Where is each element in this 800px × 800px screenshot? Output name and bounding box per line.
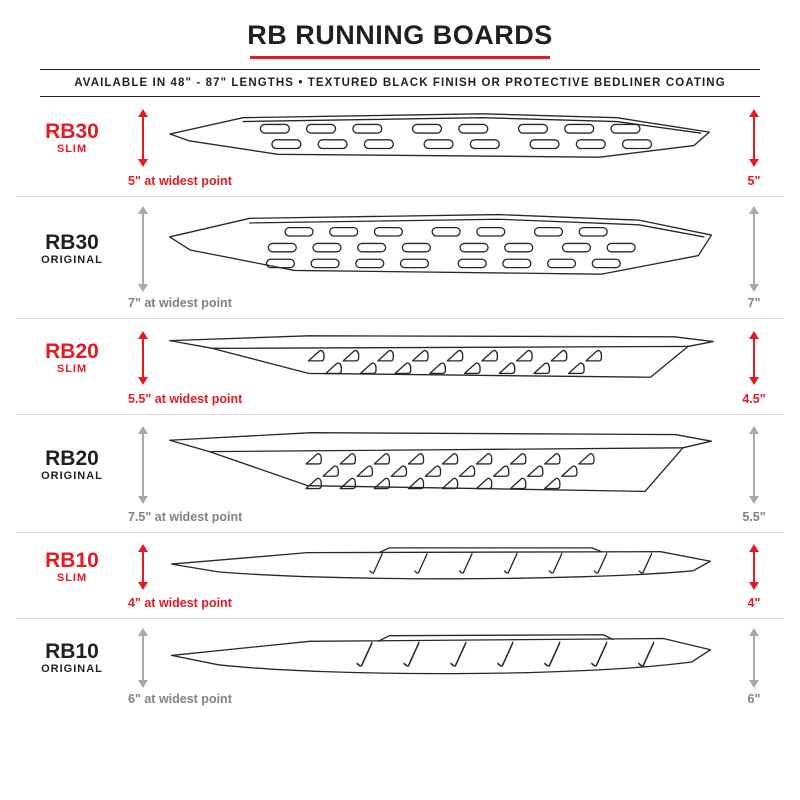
width-note: 7" at widest point xyxy=(128,295,232,310)
height-note: 5" xyxy=(747,173,761,188)
variant-name: SLIM xyxy=(56,142,88,155)
page-title: RB RUNNING BOARDS xyxy=(247,20,553,50)
variant-name: SLIM xyxy=(56,362,88,375)
rb20-original-diagram xyxy=(158,427,724,503)
rb30-original-diagram xyxy=(158,209,724,289)
subtitle: AVAILABLE IN 48" - 87" LENGTHS • TEXTURE… xyxy=(40,69,760,97)
board-row-rb10-slim: RB10 SLIM 4" at widest point 4" xyxy=(16,533,784,619)
rb20-slim-diagram xyxy=(158,331,724,385)
board-label: RB10 ORIGINAL xyxy=(16,639,128,675)
width-note: 7.5" at widest point xyxy=(128,509,243,524)
right-height-arrow-icon xyxy=(724,108,784,167)
model-name: RB10 xyxy=(45,548,99,572)
board-row-rb30-slim: RB30 SLIM 5" at widest point 5" xyxy=(16,97,784,197)
height-note: 7" xyxy=(747,295,761,310)
width-note: 4" at widest point xyxy=(128,595,232,610)
variant-name: ORIGINAL xyxy=(41,662,103,675)
variant-name: ORIGINAL xyxy=(41,253,103,266)
left-height-arrow-icon xyxy=(128,543,158,590)
model-name: RB10 xyxy=(45,639,99,663)
board-row-rb20-original: RB20 ORIGINAL 7.5" at widest point 5.5" xyxy=(16,415,784,533)
height-note: 6" xyxy=(747,691,761,706)
left-height-arrow-icon xyxy=(128,108,158,167)
right-height-arrow-icon xyxy=(724,627,784,688)
rb10-slim-diagram xyxy=(158,545,724,589)
height-note: 4" xyxy=(747,595,761,610)
model-name: RB30 xyxy=(45,230,99,254)
model-name: RB30 xyxy=(45,119,99,143)
board-label: RB20 SLIM xyxy=(16,339,128,375)
board-row-rb20-slim: RB20 SLIM 5.5" at widest point 4.5" xyxy=(16,319,784,415)
height-note: 5.5" xyxy=(742,509,766,524)
right-height-arrow-icon xyxy=(724,330,784,385)
board-row-rb30-original: RB30 ORIGINAL 7" at widest point 7" xyxy=(16,197,784,319)
left-height-arrow-icon xyxy=(128,425,158,504)
right-height-arrow-icon xyxy=(724,205,784,292)
height-note: 4.5" xyxy=(742,391,766,406)
left-height-arrow-icon xyxy=(128,330,158,385)
board-rows: RB30 SLIM 5" at widest point 5" RB30 ORI… xyxy=(0,97,800,714)
variant-name: SLIM xyxy=(56,571,88,584)
board-label: RB20 ORIGINAL xyxy=(16,446,128,482)
left-height-arrow-icon xyxy=(128,627,158,688)
width-note: 5" at widest point xyxy=(128,173,232,188)
page-header: RB RUNNING BOARDS AVAILABLE IN 48" - 87"… xyxy=(0,0,800,97)
width-note: 5.5" at widest point xyxy=(128,391,243,406)
right-height-arrow-icon xyxy=(724,425,784,504)
model-name: RB20 xyxy=(45,446,99,470)
rb10-original-diagram xyxy=(158,631,724,685)
board-label: RB30 SLIM xyxy=(16,119,128,155)
board-row-rb10-original: RB10 ORIGINAL 6" at widest point 6" xyxy=(16,619,784,714)
model-name: RB20 xyxy=(45,339,99,363)
right-height-arrow-icon xyxy=(724,543,784,590)
variant-name: ORIGINAL xyxy=(41,469,103,482)
width-note: 6" at widest point xyxy=(128,691,232,706)
board-label: RB30 ORIGINAL xyxy=(16,230,128,266)
title-underline xyxy=(250,56,550,59)
rb30-slim-diagram xyxy=(158,109,724,167)
board-label: RB10 SLIM xyxy=(16,548,128,584)
left-height-arrow-icon xyxy=(128,205,158,292)
